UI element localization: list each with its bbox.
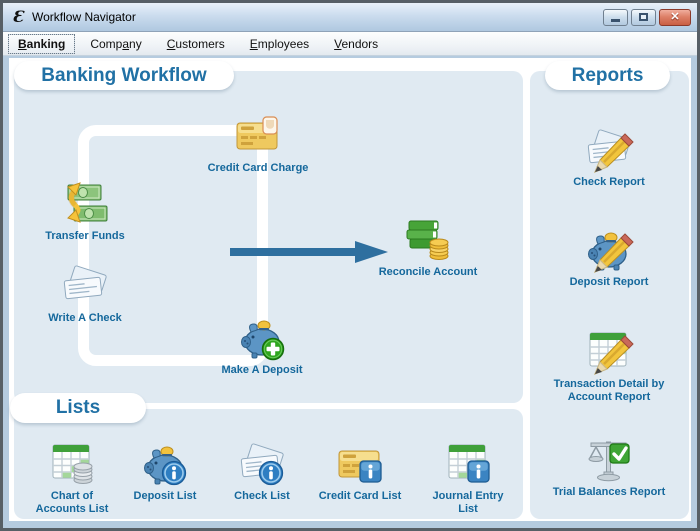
journal-list-icon xyxy=(442,440,494,488)
lists-title: Lists xyxy=(10,393,146,423)
trial-balances-icon xyxy=(583,436,635,484)
item-label: Check List xyxy=(234,490,290,502)
menu-item-vendors[interactable]: Vendors xyxy=(334,36,379,51)
app-icon: Ɛ xyxy=(12,7,24,26)
item-label: Write A Check xyxy=(48,312,122,324)
item-label: Journal Entry List xyxy=(432,490,504,515)
item-label: Check Report xyxy=(573,176,645,188)
check-list-icon xyxy=(236,440,288,488)
close-icon: ✕ xyxy=(670,10,680,23)
menu-item-customers[interactable]: Customers xyxy=(166,36,225,51)
workflow-item-credit-card-charge[interactable]: Credit Card Charge xyxy=(188,112,328,175)
reports-title: Reports xyxy=(545,61,670,90)
item-label: Transfer Funds xyxy=(45,230,125,242)
menu-item-banking[interactable]: Banking xyxy=(7,33,76,54)
deposit-report-icon xyxy=(583,226,635,274)
report-item-transaction-detail[interactable]: Transaction Detail by Account Report xyxy=(533,328,685,403)
maximize-icon xyxy=(639,13,648,21)
transaction-report-icon xyxy=(583,328,635,376)
write-check-icon xyxy=(59,262,111,310)
list-item-journal-entry-list[interactable]: Journal Entry List xyxy=(423,440,513,515)
chart-accounts-icon xyxy=(46,440,98,488)
close-button[interactable]: ✕ xyxy=(659,8,691,26)
banking-workflow-title-text: Banking Workflow xyxy=(41,64,207,86)
menu-item-employees[interactable]: Employees xyxy=(249,36,310,51)
credit-card-icon xyxy=(232,112,284,160)
maximize-button[interactable] xyxy=(631,8,656,26)
check-report-icon xyxy=(583,126,635,174)
item-label: Transaction Detail by Account Report xyxy=(553,378,665,403)
report-item-trial-balances[interactable]: Trial Balances Report xyxy=(533,436,685,499)
workflow-arrow-icon xyxy=(228,240,390,264)
make-deposit-icon xyxy=(236,314,288,362)
banking-workflow-title: Banking Workflow xyxy=(14,61,234,90)
reports-title-text: Reports xyxy=(571,64,644,86)
workflow-item-make-a-deposit[interactable]: Make A Deposit xyxy=(192,314,332,377)
list-item-credit-card-list[interactable]: Credit Card List xyxy=(300,440,420,503)
menu-item-company[interactable]: Company xyxy=(90,36,142,51)
item-label: Make A Deposit xyxy=(221,364,303,376)
deposit-list-icon xyxy=(139,440,191,488)
list-item-chart-of-accounts[interactable]: Chart of Accounts List xyxy=(27,440,117,515)
lists-title-text: Lists xyxy=(55,397,101,418)
item-label: Reconcile Account xyxy=(378,266,478,278)
credit-card-list-icon xyxy=(334,440,386,488)
item-label: Credit Card Charge xyxy=(207,162,309,174)
window-controls: ✕ xyxy=(603,8,691,26)
item-label: Chart of Accounts List xyxy=(35,490,109,515)
transfer-funds-icon xyxy=(59,180,111,228)
window-title: Workflow Navigator xyxy=(32,10,136,24)
workflow-item-write-a-check[interactable]: Write A Check xyxy=(15,262,155,325)
minimize-button[interactable] xyxy=(603,8,628,26)
menu-bar: Banking Company Customers Employees Vendors xyxy=(3,32,697,56)
item-label: Deposit Report xyxy=(569,276,649,288)
workflow-connector-loop xyxy=(78,125,268,366)
title-bar[interactable]: Ɛ Workflow Navigator ✕ xyxy=(3,3,697,32)
workflow-item-reconcile-account[interactable]: Reconcile Account xyxy=(358,216,498,279)
item-label: Trial Balances Report xyxy=(552,486,666,498)
item-label: Credit Card List xyxy=(318,490,402,502)
workflow-item-transfer-funds[interactable]: Transfer Funds xyxy=(15,180,155,243)
report-item-check-report[interactable]: Check Report xyxy=(533,126,685,189)
minimize-icon xyxy=(611,19,620,22)
list-item-deposit-list[interactable]: Deposit List xyxy=(105,440,225,503)
list-item-check-list[interactable]: Check List xyxy=(202,440,322,503)
item-label: Deposit List xyxy=(133,490,197,502)
report-item-deposit-report[interactable]: Deposit Report xyxy=(533,226,685,289)
reconcile-icon xyxy=(402,216,454,264)
